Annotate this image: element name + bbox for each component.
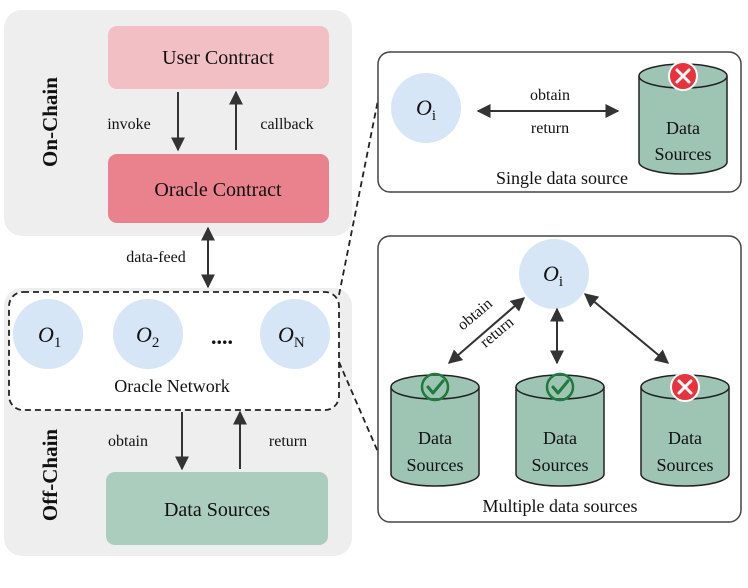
single-db-line1: Data [666,118,700,138]
oracle-node-1-label: O1 [38,322,61,351]
oracle-node-2-label: O2 [136,322,159,351]
multiple-caption: Multiple data sources [483,496,638,516]
multi-data-source-cylinder-1 [390,374,480,487]
oracle-ellipsis: .... [211,324,233,349]
off-obtain-label: obtain [108,433,148,450]
multi-link-left [447,297,526,364]
oracle-node-2 [113,299,183,369]
off-return-label: return [269,433,307,450]
oracle-node-n [260,299,330,369]
single-db-line2: Sources [655,144,712,164]
user-contract-label: User Contract [162,47,274,69]
on-chain-label: On-Chain [38,77,62,167]
multi-db2-line2: Sources [532,455,589,475]
single-obtain-label: obtain [530,87,570,104]
multi-check-icon-2 [545,372,575,402]
callback-label: callback [260,116,313,133]
invoke-label: invoke [107,116,151,133]
multi-cross-icon-3 [670,372,700,402]
oracle-node-n-label: ON [278,322,305,351]
data-sources-box [106,472,328,545]
multi-data-source-cylinder-2 [515,374,605,487]
single-return-label: return [531,120,569,137]
multi-link-right [583,293,670,364]
data-sources-label: Data Sources [164,499,270,521]
zoom-connector-bottom [338,361,379,453]
off-chain-label: Off-Chain [38,429,62,521]
user-contract-box [108,26,329,89]
zoom-connector-top [338,89,381,296]
oracle-contract-label: Oracle Contract [154,179,282,201]
multi-db1-line2: Sources [407,455,464,475]
oracle-network-label: Oracle Network [114,376,229,396]
oracle-contract-box [108,154,329,223]
multi-oracle-label: Oi [543,261,563,290]
multi-db3-line1: Data [668,428,702,448]
multi-oracle-node [519,239,589,309]
multi-check-icon-1 [420,372,450,402]
oracle-node-1 [13,299,83,369]
single-cross-icon [668,61,698,91]
multi-db1-line1: Data [418,428,452,448]
single-oracle-node [391,73,461,143]
single-caption: Single data source [496,168,628,188]
single-oracle-label: Oi [416,95,436,124]
multi-db2-line1: Data [543,428,577,448]
data-feed-label: data-feed [126,249,186,266]
multi-db3-line2: Sources [657,455,714,475]
